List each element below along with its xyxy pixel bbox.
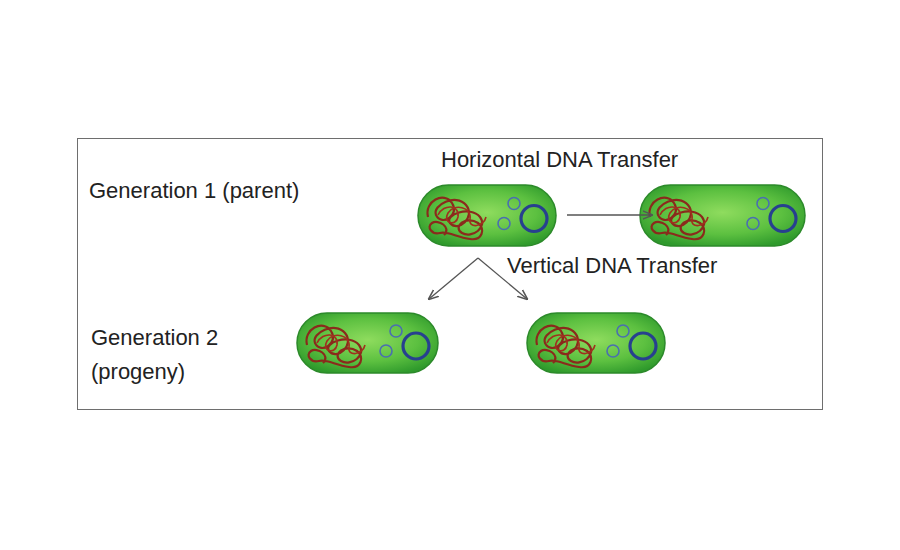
- chromosome-dna: [306, 326, 361, 368]
- generation-label: Generation 2 (progeny): [91, 321, 266, 389]
- chromosome-dna: [317, 335, 365, 354]
- plasmid-large: [630, 333, 656, 359]
- transfer-arrow: [567, 214, 652, 215]
- cell-membrane: [418, 185, 556, 246]
- plasmid-large: [521, 206, 547, 232]
- figure-frame: Generation 1 (parent) Horizontal DNA Tran…: [77, 138, 823, 410]
- generation-label: Generation 1 (parent): [89, 179, 299, 202]
- plasmid-small: [747, 218, 759, 230]
- cell-group: [297, 185, 805, 373]
- chromosome-dna: [649, 198, 704, 240]
- plasmid-small: [607, 345, 619, 357]
- chromosome-dna: [660, 207, 708, 226]
- transfer-arrow: [429, 258, 478, 299]
- cell-membrane: [297, 313, 438, 373]
- plasmid-small: [757, 198, 769, 210]
- plasmid-large: [770, 206, 796, 232]
- chromosome-dna: [438, 207, 486, 226]
- plasmid-small: [380, 345, 392, 357]
- transfer-label: Horizontal DNA Transfer: [441, 148, 678, 171]
- bacterium-cell: [640, 185, 805, 246]
- cell-membrane: [527, 313, 665, 373]
- bacterium-cell: [297, 313, 438, 373]
- plasmid-small: [498, 218, 510, 230]
- chromosome-dna: [536, 326, 591, 368]
- plasmid-small: [390, 325, 402, 337]
- bacterium-cell: [418, 185, 556, 246]
- plasmid-small: [508, 198, 520, 210]
- bacterium-cell: [527, 313, 665, 373]
- chromosome-dna: [547, 335, 595, 354]
- cell-membrane: [640, 185, 805, 246]
- chromosome-dna: [427, 198, 482, 240]
- plasmid-small: [617, 325, 629, 337]
- transfer-label: Vertical DNA Transfer: [507, 254, 717, 277]
- plasmid-large: [403, 333, 429, 359]
